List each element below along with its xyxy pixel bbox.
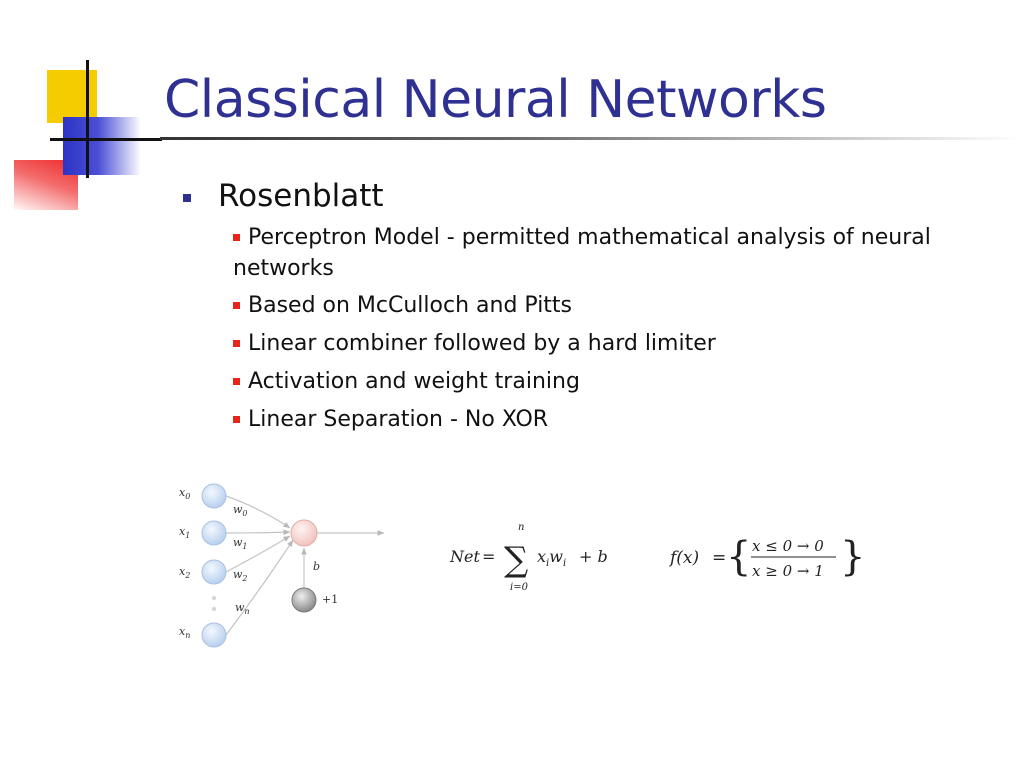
slide-title: Classical Neural Networks bbox=[164, 70, 827, 130]
level2-bullet-marker bbox=[233, 378, 240, 385]
level2-bullet-marker bbox=[233, 302, 240, 309]
subbullet-5: Linear Separation - No XOR bbox=[233, 404, 973, 435]
subbullet-4: Activation and weight training bbox=[233, 366, 973, 397]
input-node-2 bbox=[201, 559, 227, 585]
input-label-0: x0 bbox=[179, 486, 190, 501]
f-lhs: f(x) bbox=[668, 548, 699, 568]
perceptron-diagram: x0 x1 x2 xn w0 w1 w2 wn b +1 bbox=[179, 483, 384, 648]
subbullet-text: Linear combiner followed by a hard limit… bbox=[248, 331, 716, 356]
decor-horizontal-line bbox=[50, 138, 162, 141]
connection-lines bbox=[225, 495, 384, 636]
level2-bullet-marker bbox=[233, 340, 240, 347]
net-term: xiwi bbox=[537, 547, 566, 569]
decor-blue-square bbox=[63, 117, 141, 175]
sum-lower-limit: i=0 bbox=[510, 582, 529, 593]
equals-sign: = bbox=[712, 548, 726, 568]
bias-input-label: +1 bbox=[322, 593, 338, 606]
bias-node bbox=[291, 587, 317, 613]
bias-weight-label: b bbox=[313, 560, 320, 573]
subbullet-3: Linear combiner followed by a hard limit… bbox=[233, 328, 973, 359]
subbullet-text: Perceptron Model - permitted mathematica… bbox=[233, 225, 931, 281]
level2-bullet-marker bbox=[233, 234, 240, 241]
f-case-1: x ≤ 0 → 0 bbox=[752, 537, 824, 555]
weight-label-0: w0 bbox=[233, 503, 248, 518]
weight-label-n: wn bbox=[235, 601, 250, 616]
subbullet-2: Based on McCulloch and Pitts bbox=[233, 290, 973, 321]
input-node-n bbox=[201, 622, 227, 648]
neuron-node bbox=[290, 519, 318, 547]
left-brace: { bbox=[726, 534, 751, 580]
sum-upper-limit: n bbox=[518, 522, 524, 533]
equals-sign: = bbox=[482, 547, 495, 566]
bullet-text: Rosenblatt bbox=[218, 178, 384, 214]
decor-vertical-line bbox=[86, 60, 89, 178]
level1-bullet-marker bbox=[183, 194, 191, 202]
input-label-2: x2 bbox=[179, 565, 190, 580]
title-underline bbox=[160, 137, 1020, 140]
input-label-n: xn bbox=[179, 625, 190, 640]
ellipsis-dot bbox=[211, 606, 217, 612]
level2-bullet-marker bbox=[233, 416, 240, 423]
input-node-1 bbox=[201, 520, 227, 546]
net-lhs: Net bbox=[449, 547, 480, 566]
decor-yellow-square bbox=[47, 70, 97, 123]
right-brace: } bbox=[840, 534, 865, 580]
subbullet-1: Perceptron Model - permitted mathematica… bbox=[233, 222, 973, 284]
ellipsis-dot bbox=[211, 595, 217, 601]
weight-label-1: w1 bbox=[233, 536, 248, 551]
subbullet-text: Activation and weight training bbox=[248, 369, 580, 394]
input-node-0 bbox=[201, 483, 227, 509]
weight-label-2: w2 bbox=[233, 568, 248, 583]
input-label-1: x1 bbox=[179, 525, 190, 540]
subbullet-text: Linear Separation - No XOR bbox=[248, 407, 549, 432]
net-bias: + b bbox=[579, 547, 608, 566]
net-equation: Net = n ∑ i=0 xiwi + b bbox=[449, 522, 608, 593]
activation-equation: f(x) = { x ≤ 0 → 0 x ≥ 0 → 1 } bbox=[668, 534, 865, 580]
summation-symbol: ∑ bbox=[504, 540, 528, 580]
subbullet-text: Based on McCulloch and Pitts bbox=[248, 293, 573, 318]
f-case-2: x ≥ 0 → 1 bbox=[752, 562, 824, 580]
